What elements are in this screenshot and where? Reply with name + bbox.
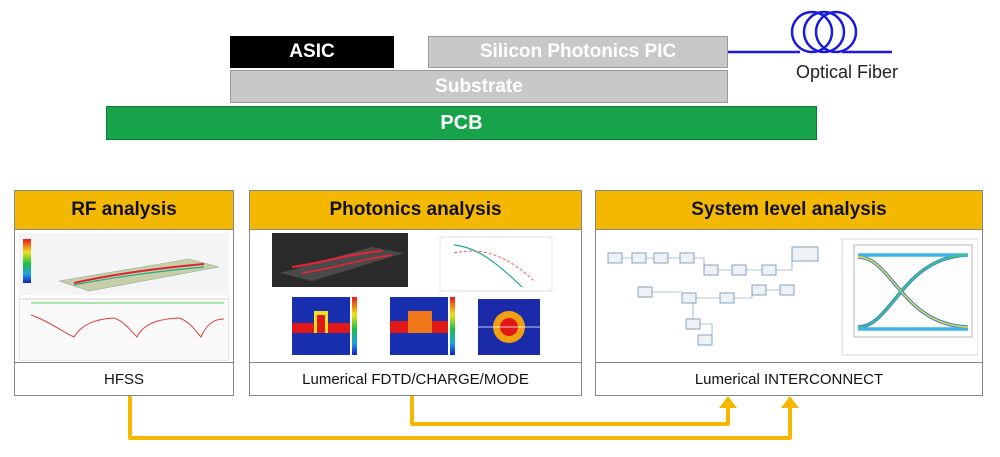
- substrate-label: Substrate: [435, 75, 523, 97]
- lumerical-fdtd-charge-mode-label: Lumerical FDTD/CHARGE/MODE: [250, 362, 581, 395]
- arrowhead-icon: [719, 396, 737, 408]
- fdtd-to-interconnect-arrow: [410, 396, 730, 426]
- rf-analysis-panel: RF analysis HFSS: [14, 190, 234, 396]
- arrowhead-icon: [781, 396, 799, 408]
- asic-label: ASIC: [289, 41, 335, 62]
- system-simulation-thumbnail: [602, 238, 978, 356]
- rf-analysis-title: RF analysis: [15, 191, 233, 230]
- pcb-layer: PCB: [106, 106, 817, 140]
- lumerical-interconnect-label: Lumerical INTERCONNECT: [596, 362, 982, 395]
- pic-label: Silicon Photonics PIC: [479, 41, 677, 62]
- photonics-analysis-panel: Photonics analysis Lumerical FDTD/CHARGE…: [249, 190, 582, 396]
- asic-layer: ASIC: [230, 36, 394, 68]
- hfss-tool-label: HFSS: [15, 362, 233, 395]
- pic-layer: Silicon Photonics PIC: [428, 36, 728, 68]
- system-level-analysis-panel: System level analysis Lum: [595, 190, 983, 396]
- photonics-simulation-thumbnail: [272, 233, 553, 355]
- substrate-layer: Substrate: [230, 70, 728, 103]
- optical-fiber-label: Optical Fiber: [795, 62, 899, 82]
- system-level-analysis-title: System level analysis: [596, 191, 982, 230]
- pcb-label: PCB: [440, 111, 483, 134]
- rf-field-plot-thumbnail: [19, 233, 229, 361]
- optical-fiber-icon: [728, 10, 892, 54]
- photonics-analysis-title: Photonics analysis: [250, 191, 581, 230]
- hfss-to-interconnect-arrow: [128, 396, 792, 440]
